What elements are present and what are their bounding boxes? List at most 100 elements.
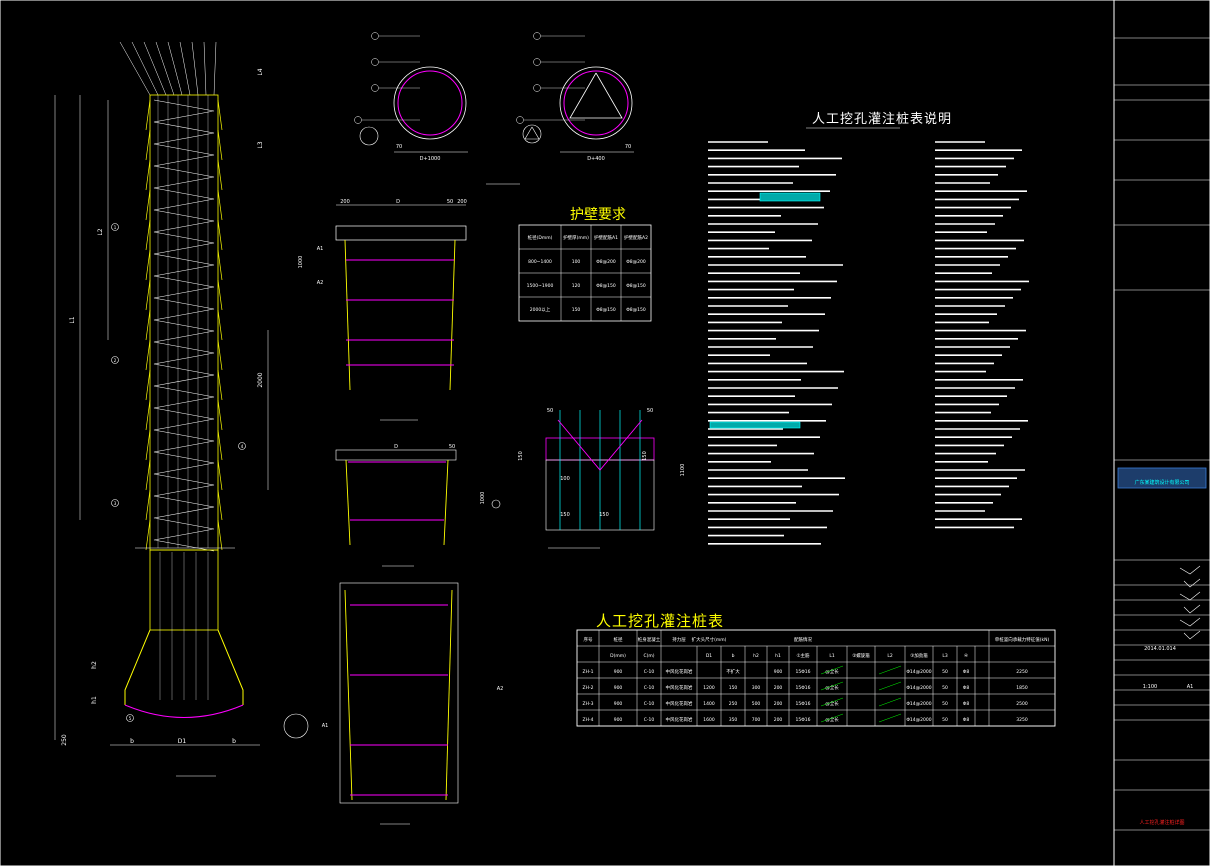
wall-table-cell: 120 (572, 283, 581, 289)
wall-step (145, 339, 151, 371)
wall-step (217, 99, 223, 131)
pile-table-header: 配筋情况 (794, 636, 812, 643)
pile-table-cell: 50 (942, 669, 948, 675)
wall-table-cell: 800~1400 (528, 259, 552, 265)
pile-table-subheader: C(m) (643, 653, 654, 659)
label-a2: A2 (317, 280, 324, 286)
label-a1b: A1 (322, 723, 329, 729)
signature (1183, 604, 1201, 614)
label-d1: D1 (178, 738, 187, 745)
label-d2: D (394, 444, 398, 450)
wall-step (145, 219, 151, 251)
pile-table-cell: 50 (942, 701, 948, 707)
pile-table-subheader: ④ (964, 653, 968, 659)
pile-table-title: 人工挖孔灌注桩表 (596, 612, 725, 630)
wall-step (217, 219, 223, 251)
wall-step (145, 429, 151, 461)
label-l3: L3 (257, 141, 264, 148)
wall-step (217, 489, 223, 521)
wall-step (217, 429, 223, 461)
bell-left (124, 629, 151, 705)
pile-table-subheader: L1 (829, 653, 835, 659)
pile-table-cell: @全长 (825, 716, 839, 723)
pile-table-cell: 900 (614, 685, 623, 691)
callout-number: 4 (241, 444, 244, 449)
label-h1: h1 (91, 696, 98, 704)
label-d: D (396, 199, 400, 205)
wall-right (449, 239, 456, 391)
wall3-right (445, 589, 453, 801)
table-slash (820, 713, 844, 723)
pile-table-cell: 中风化花岗岩 (666, 668, 693, 675)
label-d1000: D+1000 (420, 156, 441, 162)
pile-table-cell: 700 (752, 717, 761, 723)
wall-step (145, 399, 151, 431)
wall-table-header: 桩径(Dmm) (528, 234, 553, 241)
label-50c: 50 (547, 408, 553, 414)
table-slash (820, 665, 844, 675)
ref-circle (354, 116, 362, 124)
pile-table-cell: 15Φ16 (796, 669, 811, 675)
pile-table-cell: C-10 (644, 685, 655, 691)
wall-left (344, 239, 351, 391)
wall-step (145, 489, 151, 521)
ref-circle (371, 58, 379, 66)
wall-table-cell: 100 (572, 259, 581, 265)
pile-table-cell: Φ14@2000 (906, 669, 931, 675)
anchor-bend (557, 419, 643, 471)
pile-table-subheader: h2 (753, 653, 759, 659)
wall-collar (335, 225, 467, 241)
pile-table-header: 持力层 (672, 636, 686, 643)
label-h2: h2 (91, 661, 98, 669)
wall-table-title: 护壁要求 (570, 207, 626, 223)
wall-step (145, 279, 151, 311)
pile-table-cell: 2250 (1016, 669, 1028, 675)
wall-table-cell: Φ8@200 (626, 259, 646, 265)
titleblock-scale: 1:100 (1143, 684, 1157, 690)
pile-table-cell: 50 (942, 717, 948, 723)
wall-table-cell: Φ8@150 (626, 307, 646, 313)
titleblock-date: 2014.01.014 (1144, 646, 1176, 652)
pile-table-cell: 250 (729, 701, 738, 707)
table-slash (878, 713, 902, 723)
cap-callout (491, 499, 501, 509)
callout-circle (126, 714, 134, 722)
pile-table-cell: ZH-1 (583, 669, 594, 675)
pile-table-cell: Φ8 (963, 717, 970, 723)
pile-table-cell: 350 (729, 717, 738, 723)
wall-step (145, 459, 151, 491)
pile-table-cell: ZH-2 (583, 685, 594, 691)
pile-table-cell: Φ8 (963, 685, 970, 691)
wall-step (217, 309, 223, 341)
wall-step (145, 189, 151, 221)
pile-table-cell: Φ8 (963, 669, 970, 675)
section-2-outer (559, 66, 633, 140)
pile-table-subheader: D(mm) (610, 653, 626, 659)
wall-table-cell: 150 (572, 307, 581, 313)
fan-bar (119, 41, 151, 96)
pile-table-cell: 200 (774, 685, 783, 691)
signature (1179, 565, 1201, 575)
label-150d: 150 (642, 451, 648, 461)
wall-table-cell: Φ8@150 (596, 307, 616, 313)
callout-circle (111, 356, 119, 364)
label-150a: 150 (518, 451, 524, 461)
wall-table-cell: Φ8@200 (596, 259, 616, 265)
pile-table-cell: C-10 (644, 701, 655, 707)
label-100: 100 (560, 476, 570, 482)
wall-table-cell: Φ8@150 (626, 283, 646, 289)
note-highlight (759, 192, 821, 202)
wall-table-cell: Φ8@150 (596, 283, 616, 289)
company-name: 广东某建筑设计有限公司 (1134, 479, 1189, 486)
wall-table-cell: 2000以上 (530, 306, 551, 313)
ref-circle (533, 84, 541, 92)
pile-table-subheader: ②螺旋箍 (852, 652, 870, 659)
table-slash (878, 665, 902, 675)
pile-table-cell: ZH-4 (583, 717, 594, 723)
fan-bar (191, 41, 199, 96)
wall-step (217, 339, 223, 371)
signature (1183, 578, 1201, 588)
legend-triangle (524, 126, 540, 140)
